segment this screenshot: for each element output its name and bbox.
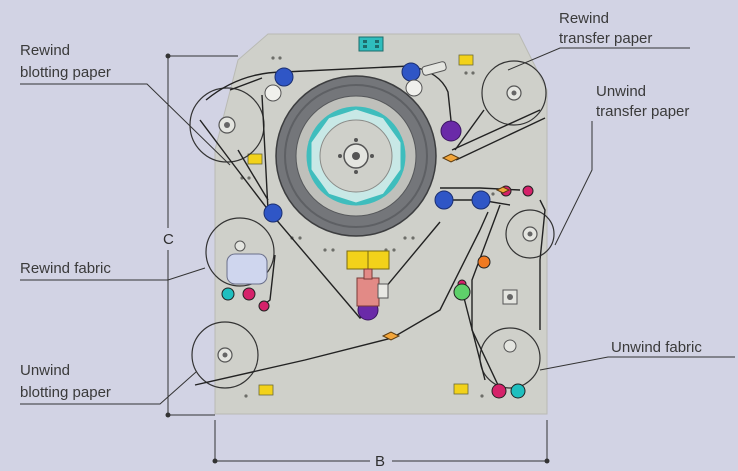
roller-blue bbox=[274, 67, 294, 87]
label-unwind-fabric: Unwind fabric bbox=[611, 339, 702, 356]
mount-markers bbox=[247, 54, 474, 396]
top-connector bbox=[358, 36, 384, 52]
roll-unwind-blotting bbox=[191, 321, 259, 389]
press-assembly bbox=[346, 250, 390, 307]
dimension-c-label: C bbox=[163, 231, 174, 248]
rollers-blue bbox=[263, 62, 491, 223]
rollers-small bbox=[221, 185, 534, 399]
main-drum bbox=[275, 75, 437, 237]
roll-unwind-transfer bbox=[505, 209, 555, 259]
roller-purple bbox=[440, 120, 462, 142]
roll-rewind-transfer bbox=[481, 60, 547, 126]
roller-pink bbox=[258, 300, 270, 312]
plate-bolts bbox=[240, 56, 495, 398]
label-rewind-transfer-paper: Rewind transfer paper bbox=[559, 10, 652, 47]
roll-rewind-fabric bbox=[205, 217, 275, 287]
web-paths bbox=[194, 65, 546, 386]
label-rewind-fabric: Rewind fabric bbox=[20, 260, 111, 277]
roller-pink bbox=[242, 287, 256, 301]
roller-cyan bbox=[510, 383, 526, 399]
label-rewind-blotting-paper: Rewind blotting paper bbox=[20, 42, 111, 81]
tensioners bbox=[381, 153, 511, 341]
roller-blue bbox=[401, 62, 421, 82]
roller-white bbox=[405, 79, 423, 97]
roller-blue bbox=[263, 203, 283, 223]
roller-blue bbox=[471, 190, 491, 210]
roller-pink bbox=[491, 383, 507, 399]
leader-lines bbox=[20, 47, 735, 405]
roller-cyan bbox=[221, 287, 235, 301]
label-unwind-transfer-paper: Unwind transfer paper bbox=[596, 83, 689, 120]
roller-orange bbox=[477, 255, 491, 269]
roller-white bbox=[264, 84, 282, 102]
roller-guide bbox=[421, 61, 447, 76]
roller-pink bbox=[522, 185, 534, 197]
roller-blue bbox=[434, 190, 454, 210]
dimension-b-label: B bbox=[375, 453, 385, 470]
roller-green bbox=[453, 283, 471, 301]
label-unwind-blotting-paper: Unwind blotting paper bbox=[20, 362, 111, 401]
